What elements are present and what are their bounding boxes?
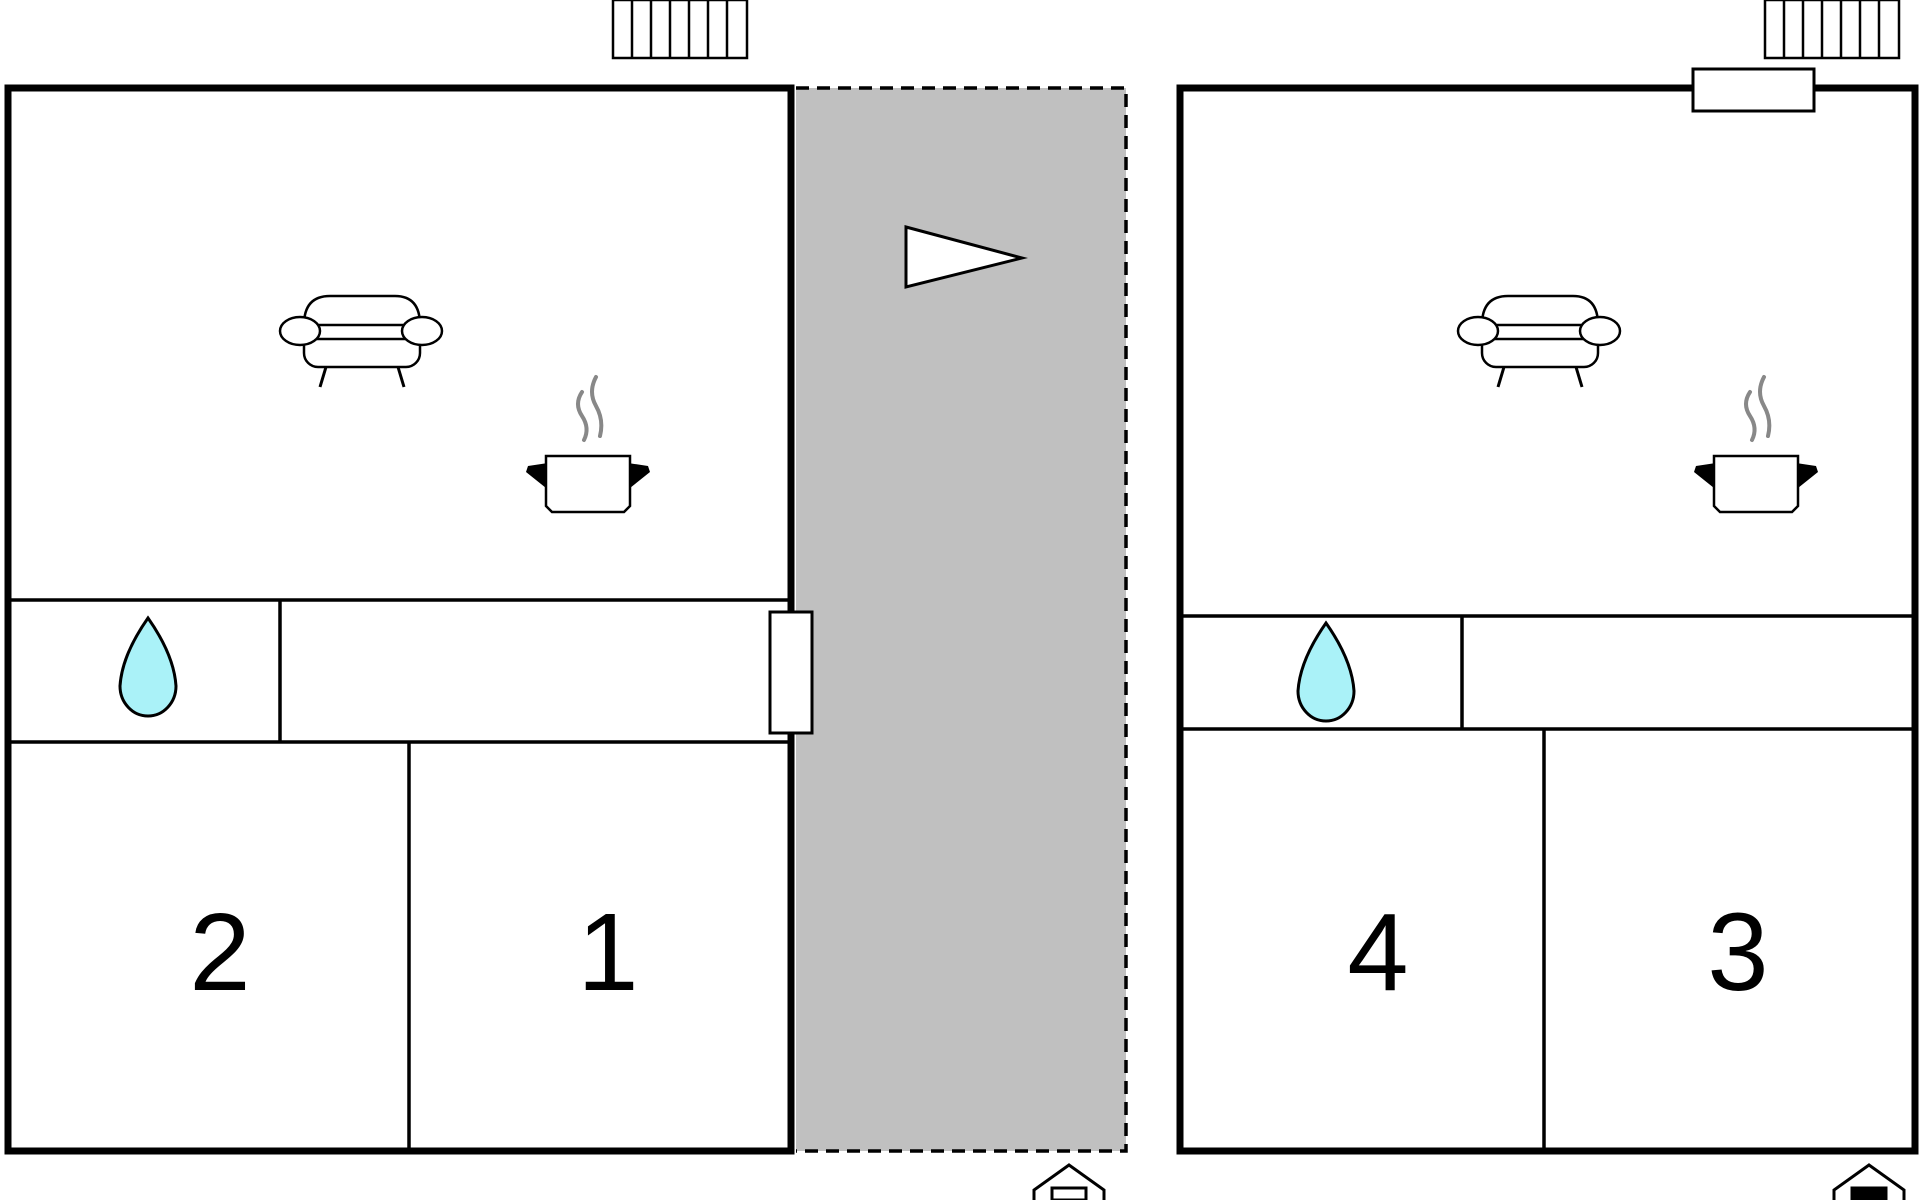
radiator-icon [1763, 0, 1901, 60]
left-unit: 2 1 [4, 84, 814, 1155]
door-icon [768, 610, 814, 735]
water-drop-icon [118, 616, 178, 718]
room-number: 4 [1347, 891, 1408, 1014]
room-number: 1 [577, 891, 638, 1014]
entrance-icon [1032, 1163, 1106, 1200]
right-unit: 4 3 [1176, 67, 1919, 1155]
cooking-pot-icon [1692, 375, 1820, 514]
sofa-icon [1456, 294, 1622, 389]
entrance-icon [1832, 1163, 1906, 1200]
sofa-icon [278, 294, 444, 389]
window-icon [1691, 67, 1816, 113]
radiator-icon [611, 0, 749, 60]
cooking-pot-icon [524, 375, 652, 514]
compass-arrow-icon [904, 225, 1028, 289]
room-number: 2 [189, 891, 250, 1014]
room-number: 3 [1707, 891, 1768, 1014]
water-drop-icon [1296, 621, 1356, 723]
